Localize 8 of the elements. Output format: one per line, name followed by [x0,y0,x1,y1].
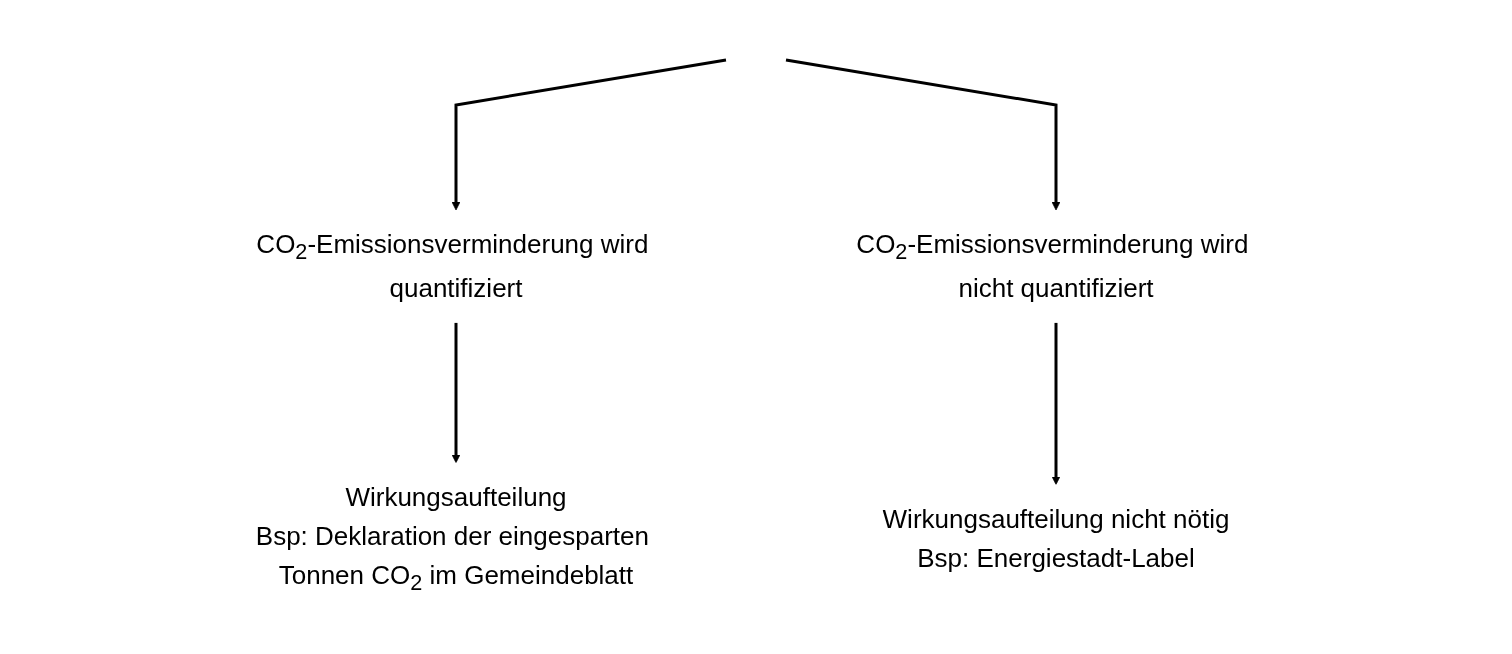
arrow [451,58,727,211]
node-text: Wirkungsaufteilung nicht nötig Bsp: Energiestadt-Label [882,503,1230,573]
arrow [785,58,1061,211]
arrow [451,322,461,463]
node-text: CO$_{2}$-Emissionsverminderung wird nicht quantifiziert [856,228,1249,303]
node-text: CO$_{2}$-Emissionsverminderung wird quantifiziert [256,228,649,303]
node-text: Wirkungsaufteilung Bsp: Deklaration der eingesparten Tonnen CO$_{2}$ im Gemeindeblatt [255,481,649,595]
arrow [1051,322,1061,485]
